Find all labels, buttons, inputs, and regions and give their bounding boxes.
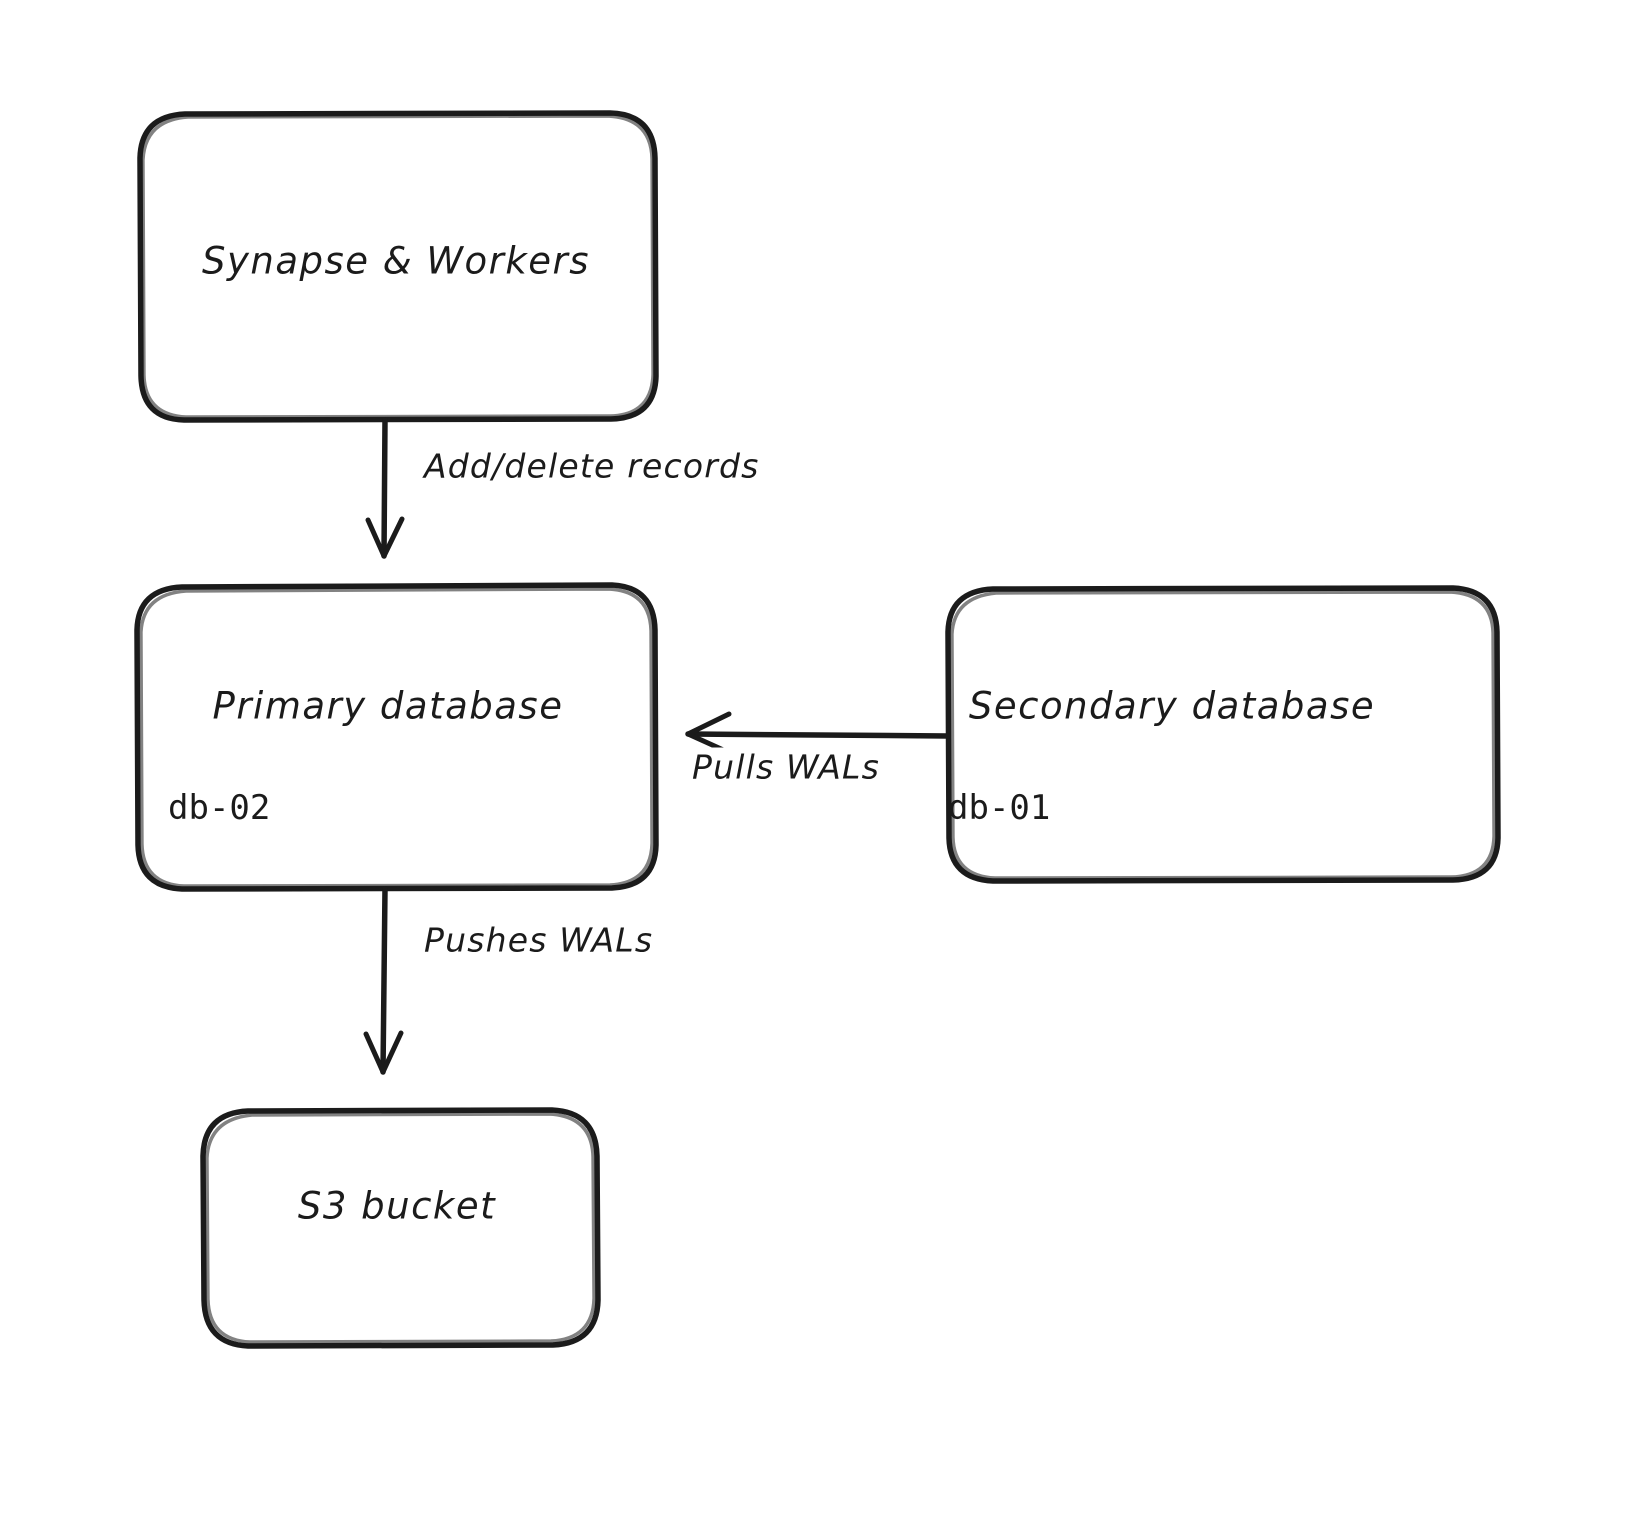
edge-label-synapse-to-primary: Add/delete records [420, 446, 764, 486]
node-shape-s3-bucket [200, 1107, 601, 1349]
node-label-secondary-db: Secondary database [968, 684, 1376, 728]
node-sublabel-secondary-db: db-01 [948, 788, 1051, 828]
edge-line-primary-to-s3 [363, 886, 404, 1075]
edge-label-secondary-to-primary: Pulls WALs [688, 747, 884, 787]
node-label-synapse: Synapse & Workers [201, 239, 591, 283]
node-sublabel-primary-db: db-02 [168, 788, 271, 828]
edge-label-primary-to-s3: Pushes WALs [420, 920, 658, 960]
node-shape-secondary-db [945, 585, 1501, 884]
node-label-primary-db: Primary database [212, 684, 564, 728]
node-label-s3-bucket: S3 bucket [297, 1184, 497, 1228]
edge-line-synapse-to-primary [365, 417, 405, 559]
node-shape-primary-db [134, 582, 659, 892]
